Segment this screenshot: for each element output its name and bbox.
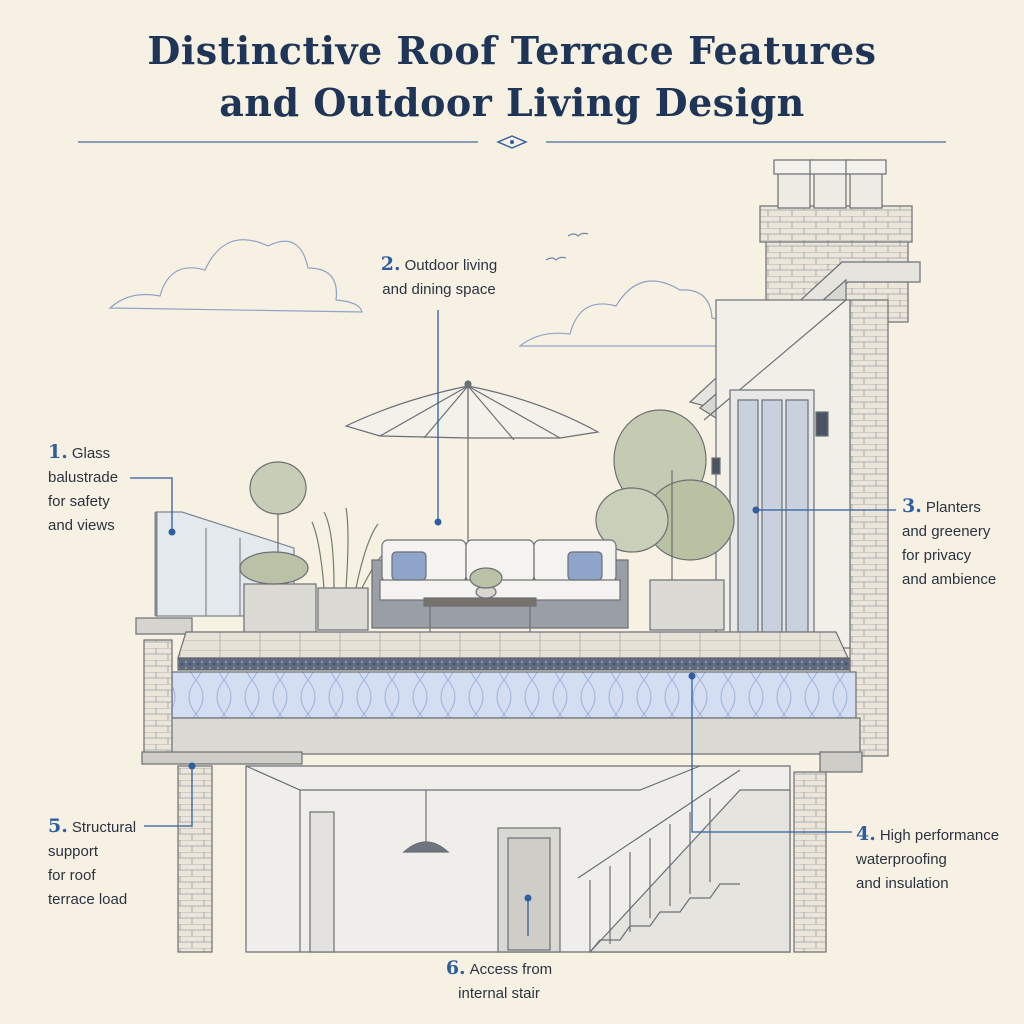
callout-glass-balustrade: 1.Glass balustrade for safety and views (48, 440, 118, 538)
page-title-line-2: and Outdoor Living Design (219, 80, 805, 125)
callout-number: 4. (856, 823, 876, 845)
topiary-planter (239, 461, 317, 637)
callout-planters: 3.Planters and greenery for privacy and … (902, 494, 996, 592)
callout-text: and views (48, 517, 115, 534)
callout-text: and ambience (902, 571, 997, 588)
callout-text: Structural (71, 819, 137, 836)
tree-planter (595, 409, 735, 631)
callout-structural-support: 5.Structural support for roof terrace lo… (48, 814, 136, 912)
callout-waterproofing: 4.High performance waterproofing and ins… (856, 822, 999, 896)
callout-text: for roof (48, 867, 96, 884)
bird-icons (545, 232, 589, 261)
callout-text: internal stair (458, 985, 540, 1002)
callout-number: 2. (380, 253, 401, 275)
interior-room (177, 765, 827, 953)
callout-text: Outdoor living (404, 257, 498, 274)
callout-text: High performance (879, 827, 1000, 844)
page-title-line-1: Distinctive Roof Terrace Features (147, 28, 877, 73)
leader-lines (130, 310, 896, 936)
callout-text: Planters (925, 499, 981, 516)
coffee-table (423, 567, 537, 634)
roof-deck (135, 617, 863, 773)
callout-number: 5. (48, 815, 68, 837)
callout-text: for safety (48, 493, 110, 510)
callout-text: and greenery (902, 523, 991, 540)
callout-number: 6. (445, 957, 466, 979)
grass-planter (311, 507, 391, 631)
callout-text: support (48, 843, 99, 860)
cloud-right (518, 280, 730, 347)
patio-umbrella (344, 380, 600, 560)
diamond-ornament-icon (496, 135, 528, 149)
outdoor-sofa (371, 539, 629, 629)
leader-dot-icon (168, 506, 760, 902)
callout-text: waterproofing (856, 851, 947, 868)
callout-number: 1. (48, 441, 68, 463)
callout-text: terrace load (48, 891, 128, 908)
callout-text: Glass (71, 445, 111, 462)
callout-number: 3. (902, 495, 922, 517)
callout-text: and insulation (856, 875, 949, 892)
callout-outdoor-living: 2.Outdoor living and dining space (366, 252, 512, 302)
callout-text: and dining space (382, 281, 496, 298)
callout-text: for privacy (902, 547, 972, 564)
building-wall (688, 261, 921, 757)
cloud-left (108, 239, 363, 313)
callout-text: balustrade (48, 469, 119, 486)
callout-text: Access from (469, 961, 553, 978)
callout-internal-stair: 6.Access from internal stair (434, 956, 564, 1006)
